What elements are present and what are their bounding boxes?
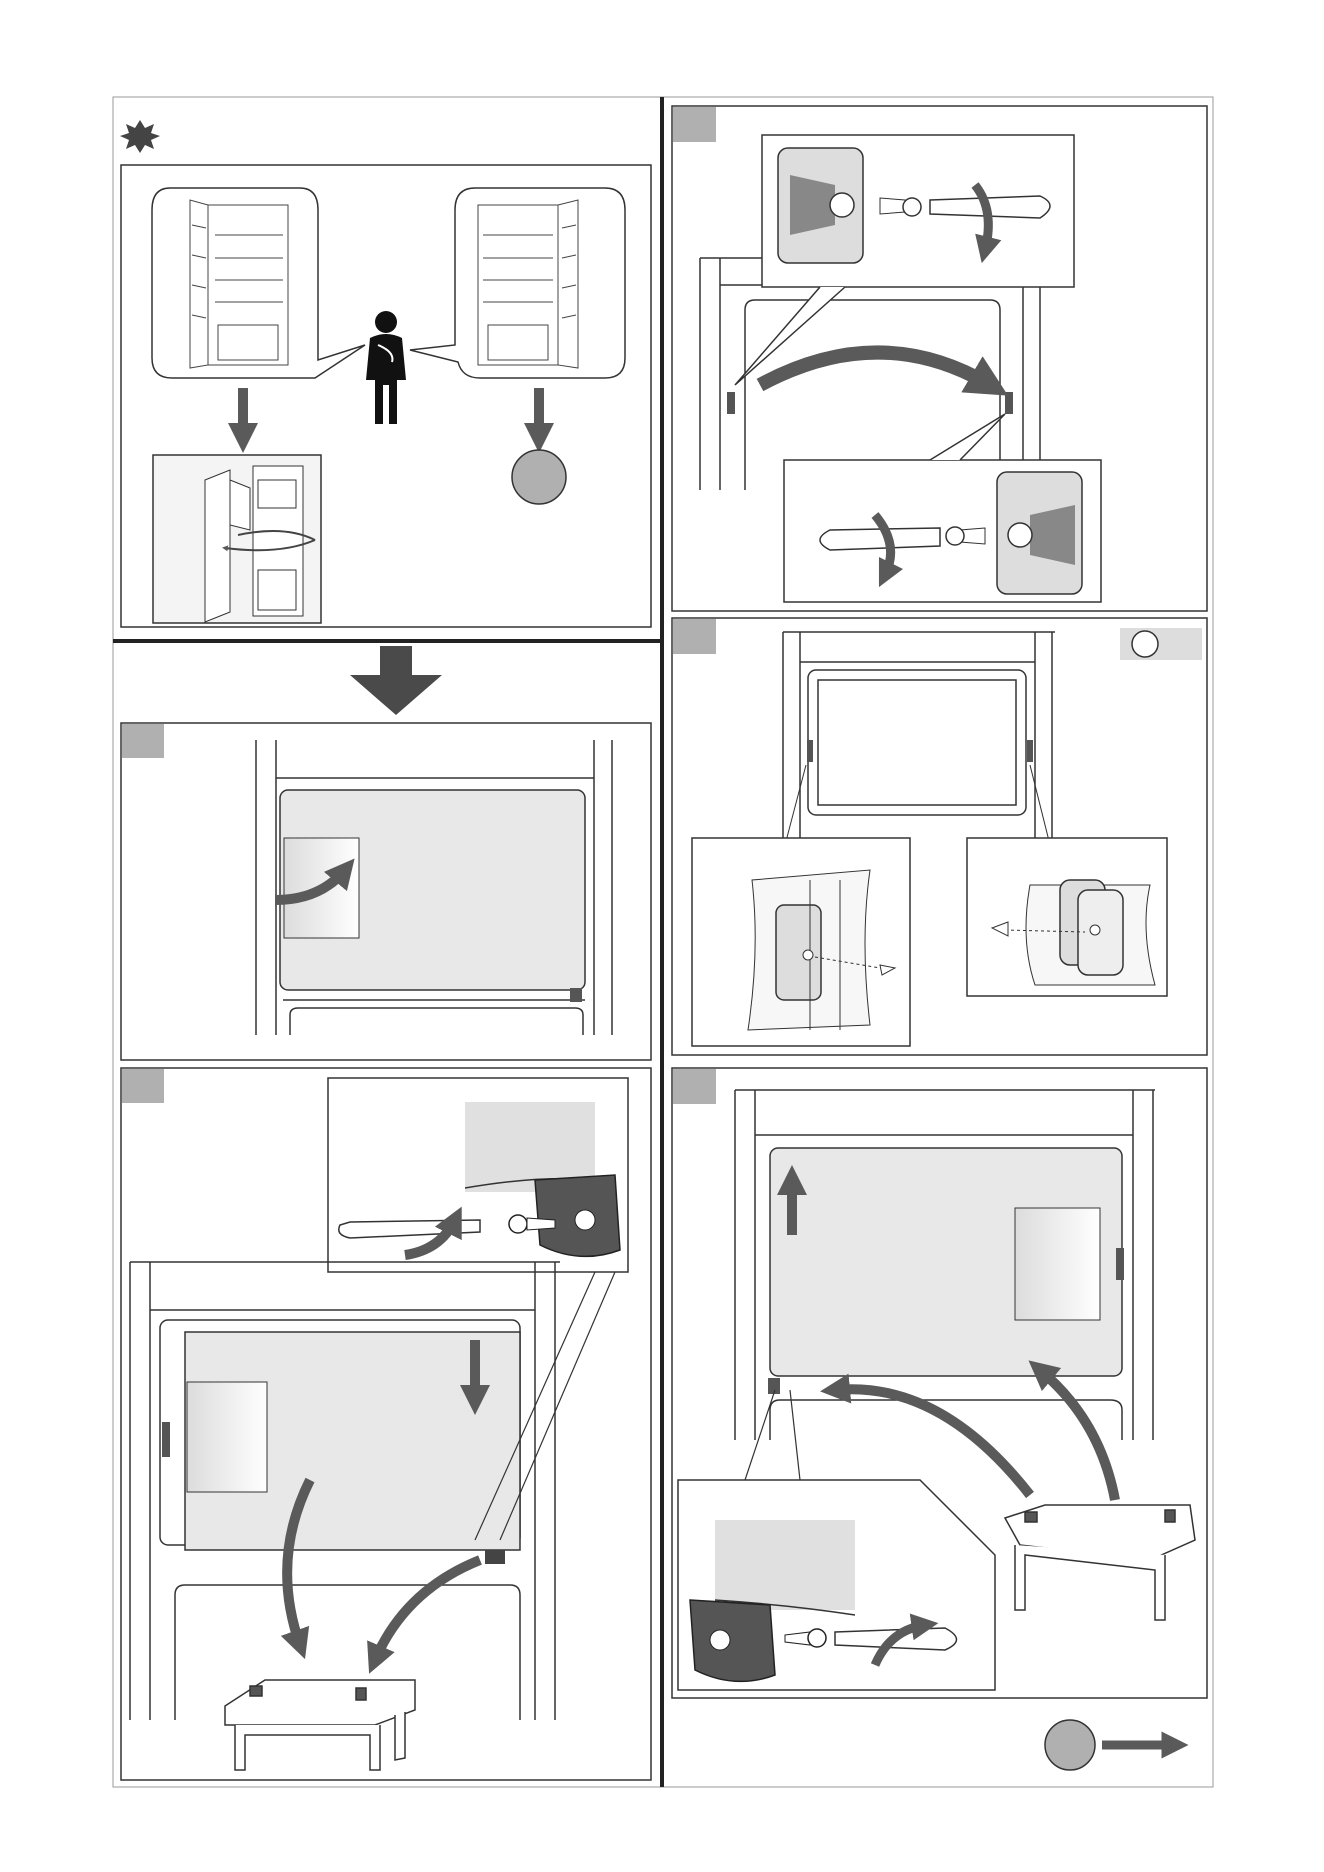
step-5-hinge-bracket-icon: [690, 1600, 775, 1681]
step-2-panel: [121, 1068, 651, 1780]
table-with-door-icon: [225, 1680, 415, 1770]
step-1-panel: [121, 723, 651, 1060]
step-5-panel: [672, 1068, 1207, 1698]
step-5-screw-icon: [808, 1629, 826, 1647]
step-3-bottom-screwdriver-icon: [820, 528, 940, 550]
screw-icon: [509, 1215, 527, 1233]
step-3-move-arrow: [760, 353, 990, 386]
step-5-install-door-arrow: [1040, 1370, 1115, 1500]
step-4-appliance: [783, 632, 1055, 840]
fridge-door-reversal: [205, 466, 315, 622]
warning-panel: [120, 120, 651, 627]
step-1-badge: [122, 724, 164, 758]
step-2-remove-hinge-arrow: [375, 1560, 480, 1660]
thinking-person-icon: [366, 311, 406, 424]
step-5-install-hinge-arrow: [835, 1389, 1030, 1495]
step-4-badge: [673, 619, 716, 654]
step-4-reference-circle: [1132, 631, 1158, 657]
step-3-appliance: [700, 258, 1045, 490]
step-3-bottom-screw-icon: [946, 527, 964, 545]
fridge-open-right: [478, 200, 578, 368]
reference-circle-badge: [512, 450, 566, 504]
step-4-panel: [672, 618, 1207, 1055]
next-page-circle: [1045, 1720, 1095, 1770]
fridge-open-left: [190, 200, 288, 368]
step-3-badge: [673, 107, 716, 142]
big-down-arrow: [350, 646, 442, 715]
step-2-handle: [187, 1382, 267, 1492]
step-5-badge: [673, 1069, 716, 1104]
step-5-handle: [1015, 1208, 1100, 1320]
step-3-top-screw-icon: [903, 198, 921, 216]
step-5-table-icon: [1005, 1505, 1195, 1620]
warning-star-icon: [120, 120, 160, 153]
step-3-panel: [672, 106, 1207, 611]
step-2-badge: [122, 1069, 164, 1103]
